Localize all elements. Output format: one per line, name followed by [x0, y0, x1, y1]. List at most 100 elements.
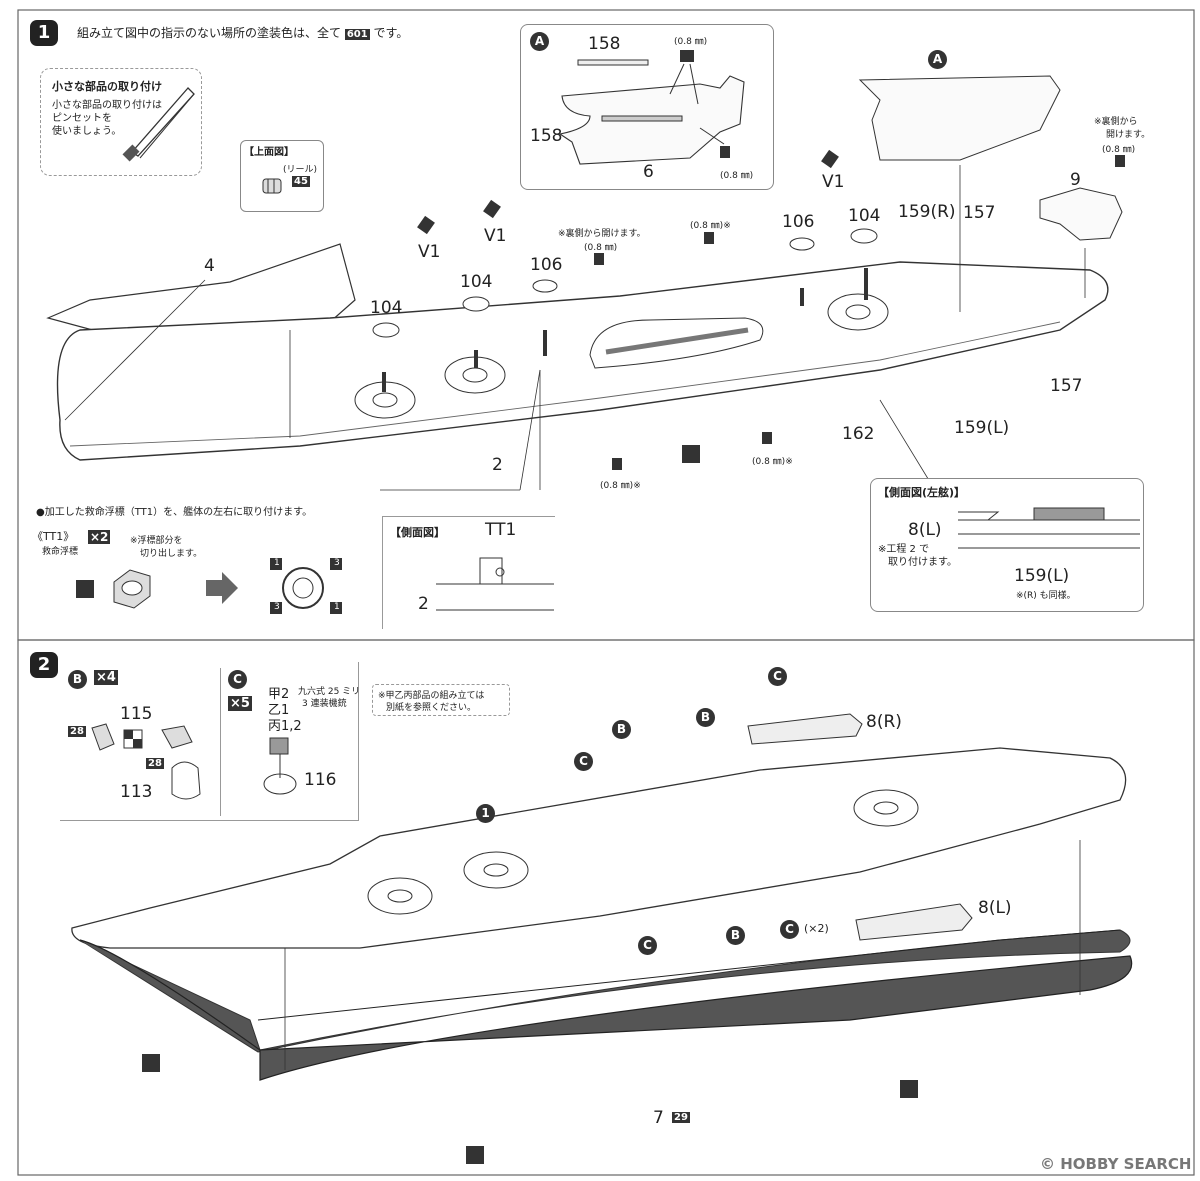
inset-A-marker: A: [530, 32, 549, 51]
lifebuoy-instruction: ●加工した救命浮標（TT1）を、艦体の左右に取り付けます。: [36, 507, 313, 518]
reel-label: (リール): [283, 165, 318, 175]
marker-C-3: C: [638, 936, 657, 955]
port-side-part-159L: 159(L): [1014, 566, 1070, 586]
label-part-2: 2: [492, 455, 503, 475]
label-part-9: 9: [1070, 170, 1081, 190]
assy-B-marker: B: [68, 670, 87, 689]
corner-1-top: 1: [274, 558, 280, 568]
label-v1-a: V1: [418, 242, 441, 262]
lifebuoy-drawing: [76, 558, 342, 614]
hull-color-29: 29: [672, 1112, 690, 1123]
rear-drill-size: (0.8 ㎜): [1102, 145, 1136, 155]
marker-B-3: B: [726, 926, 745, 945]
deck-A-marker: A: [928, 50, 947, 69]
step1-instruction: 組み立て図中の指示のない場所の塗装色は、全て 601 です。: [77, 24, 408, 41]
step1-number: 1: [30, 20, 58, 46]
corner-3-bottom: 3: [274, 602, 280, 612]
lifebuoy-cut-note-2: 切り出します。: [140, 549, 203, 559]
label-part-104-b: 104: [460, 272, 493, 292]
step2-frame: [17, 639, 1195, 1176]
label-part-8R: 8(R): [866, 712, 902, 732]
reel-color-45: 45: [292, 176, 310, 187]
label-part-159L: 159(L): [954, 418, 1010, 438]
assy-B-drawing: [91, 723, 201, 800]
top-view-box: [240, 140, 324, 212]
assy-C-part-116: 116: [304, 770, 337, 790]
inset-drill-size-b: (0.8 ㎜): [720, 171, 754, 181]
lifebuoy-multiplier: ×2: [88, 530, 111, 544]
label-part-157-b: 157: [1050, 376, 1083, 396]
label-c-x2: (×2): [804, 922, 829, 935]
lifebuoy-part-label: 《TT1》: [32, 530, 75, 543]
lifebuoy-side-hull: 2: [418, 594, 429, 614]
assy-B-color-28-b: 28: [146, 758, 164, 769]
assy-B-part-115: 115: [120, 704, 153, 724]
label-v1-b: V1: [484, 226, 507, 246]
tweezers-icon: [122, 87, 195, 162]
top-view-title: 【上面図】: [244, 147, 294, 158]
assy-C-line1-note: 九六式 25 ミリ: [298, 687, 361, 697]
step1-instruction-text: 組み立て図中の指示のない場所の塗装色は、全て: [77, 26, 342, 40]
step2-subassembly-box: [60, 662, 359, 821]
assy-C-marker: C: [228, 670, 247, 689]
rear-drill-note-1: ※裏側から: [1094, 117, 1138, 127]
marker-B-2: B: [696, 708, 715, 727]
drill-note-bottom-right: (0.8 ㎜)※: [752, 457, 793, 467]
ref-note-box: [372, 684, 510, 716]
ref-note-1: ※甲乙丙部品の組み立ては: [378, 691, 485, 701]
small-parts-body-1: 小さな部品の取り付けは: [52, 100, 162, 111]
rear-drill-note-2: 開けます。: [1106, 130, 1151, 140]
port-side-note-1: ※工程 2 で: [878, 544, 930, 555]
assy-C-drawing: [263, 737, 297, 795]
drill-size-rear-mid: (0.8 ㎜): [584, 243, 618, 253]
assy-B-part-113: 113: [120, 782, 153, 802]
corner-1-bottom: 1: [334, 602, 340, 612]
assy-divider: [220, 668, 221, 816]
label-part-104-c: 104: [848, 206, 881, 226]
inset-A-drawing: [558, 50, 745, 165]
step1-instruction-suffix: です。: [373, 26, 409, 40]
lifebuoy-side-view-box: [382, 516, 555, 629]
small-parts-body-2: ピンセットを: [52, 113, 112, 124]
label-part-8L: 8(L): [978, 898, 1012, 918]
lifebuoy-side-view-title: 【側面図】: [390, 526, 445, 539]
step2-number: 2: [30, 652, 58, 678]
assy-C-line2: 乙1: [268, 703, 290, 718]
port-side-note-2: 取り付けます。: [888, 557, 957, 568]
color-code-601: 601: [344, 29, 370, 40]
assy-C-line1-note2: 3 連装機銃: [302, 699, 347, 709]
corner-3-top: 3: [334, 558, 340, 568]
port-side-part-8L: 8(L): [908, 520, 942, 540]
hull-assembly-step2: [71, 713, 1133, 1164]
label-part-106-b: 106: [782, 212, 815, 232]
inset-part-158-bottom: 158: [530, 126, 563, 146]
lifebuoy-side-drawing: [436, 557, 554, 611]
drill-note-rear-mid: ※裏側から開けます。: [558, 229, 646, 239]
label-v1-c: V1: [822, 172, 845, 192]
lifebuoy-cut-note-1: ※浮標部分を: [130, 536, 183, 546]
label-part-7: 7: [653, 1108, 664, 1128]
marker-B-1: B: [612, 720, 631, 739]
inset-part-6: 6: [643, 162, 654, 182]
label-part-162: 162: [842, 424, 875, 444]
step1-ref-marker: 1: [476, 804, 495, 823]
watermark: © HOBBY SEARCH: [1040, 1155, 1192, 1173]
assy-B-multiplier: ×4: [94, 670, 118, 685]
port-side-view-box: [870, 478, 1144, 612]
inset-part-158-top: 158: [588, 34, 621, 54]
label-part-157-a: 157: [963, 203, 996, 223]
label-part-104-a: 104: [370, 298, 403, 318]
drill-note-top-right: (0.8 ㎜)※: [690, 221, 731, 231]
drill-note-bottom-left: (0.8 ㎜)※: [600, 481, 641, 491]
label-part-159R: 159(R): [898, 202, 956, 222]
marker-C-1: C: [768, 667, 787, 686]
marker-C-4: C: [780, 920, 799, 939]
port-side-view-title: 【側面図(左舷)】: [878, 486, 966, 499]
small-parts-title: 小さな部品の取り付け: [52, 80, 162, 93]
small-parts-body-3: 使いましょう。: [52, 126, 122, 137]
ref-note-2: 別紙を参照ください。: [386, 703, 477, 713]
label-part-106-a: 106: [530, 255, 563, 275]
assy-C-multiplier: ×5: [228, 696, 252, 711]
